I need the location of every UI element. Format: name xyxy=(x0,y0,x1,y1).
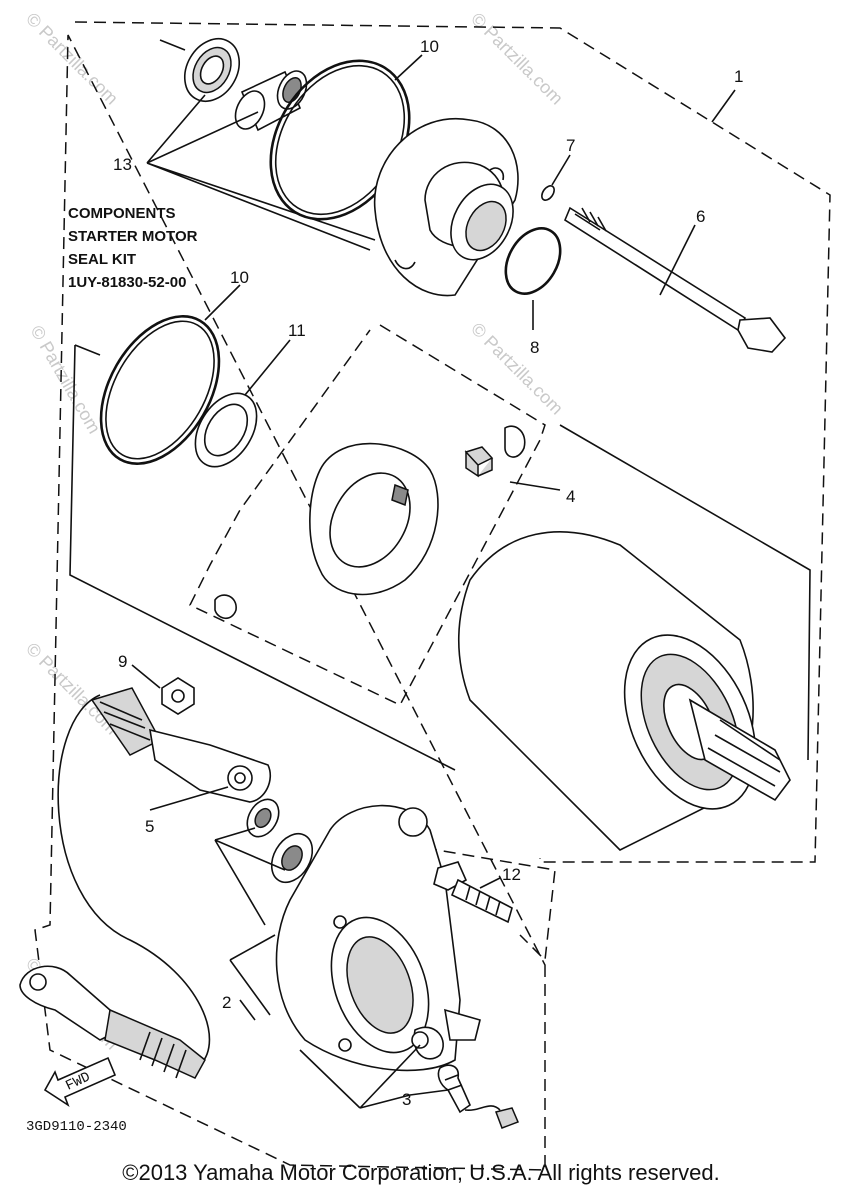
needle-bearing xyxy=(234,70,308,132)
brush-spring-upper xyxy=(504,425,526,458)
callout-8: 8 xyxy=(530,338,539,357)
kit-label-line-2: STARTER MOTOR xyxy=(68,228,198,245)
oil-seal xyxy=(183,38,241,102)
o-ring-lower xyxy=(99,315,221,465)
brush xyxy=(464,446,494,478)
yoke-housing xyxy=(457,531,791,851)
bolt-group-boundary xyxy=(424,847,556,962)
small-o-ring xyxy=(541,185,555,201)
kit-label-line-3: SEAL KIT xyxy=(68,251,136,268)
watermark: © Partzilla.com xyxy=(22,9,122,109)
through-bolt xyxy=(564,206,787,353)
brush-holder-boundary xyxy=(188,324,546,706)
callout-7: 7 xyxy=(566,136,575,155)
seal-kit-label: COMPONENTS STARTER MOTOR SEAL KIT 1UY-81… xyxy=(68,205,198,291)
callout-12: 12 xyxy=(502,865,521,884)
callout-numbers: 1 2 3 4 5 6 7 8 9 10 10 11 12 13 xyxy=(113,37,743,1109)
watermark: © Partzilla.com xyxy=(27,322,105,437)
lead-wire-terminal xyxy=(19,965,206,1079)
callout-10-upper: 10 xyxy=(420,37,439,56)
callout-4: 4 xyxy=(566,487,575,506)
watermark: © Partzilla.com xyxy=(467,9,567,109)
callout-10-lower: 10 xyxy=(230,268,249,287)
callout-5: 5 xyxy=(145,817,154,836)
assembly-outline-line xyxy=(559,424,811,761)
kit-label-line-4: 1UY-81830-52-00 xyxy=(68,274,186,291)
housing-bolt xyxy=(433,861,513,924)
kit-label-line-1: COMPONENTS xyxy=(68,205,176,222)
diagram-code: 3GD9110-2340 xyxy=(26,1119,127,1135)
insulator-washer-hole xyxy=(281,845,303,871)
leader-lines xyxy=(131,54,736,1109)
rear-cover xyxy=(275,804,481,1072)
brush-plate xyxy=(309,442,439,596)
callout-13: 13 xyxy=(113,155,132,174)
callout-11: 11 xyxy=(288,321,306,340)
front-cover xyxy=(373,117,519,297)
brush-spring-lower xyxy=(214,594,237,620)
callout-3: 3 xyxy=(402,1090,411,1109)
seal-kit-bracket xyxy=(69,39,456,771)
o-ring-lower-inner xyxy=(105,320,215,460)
thrust-washer-hole xyxy=(203,403,249,457)
callout-2: 2 xyxy=(222,993,231,1012)
washer-small-hole xyxy=(254,807,272,829)
nut-hole xyxy=(171,689,185,703)
callout-1: 1 xyxy=(734,67,743,86)
o-ring-shaft xyxy=(504,227,562,295)
lead-wire xyxy=(57,687,272,1066)
callout-9: 9 xyxy=(118,652,127,671)
callout-6: 6 xyxy=(696,207,705,226)
watermark: © Partzilla.com xyxy=(467,319,567,419)
brush-lead xyxy=(437,1064,519,1129)
copyright-notice: ©2013 Yamaha Motor Corporation, U.S.A. A… xyxy=(122,1160,720,1185)
